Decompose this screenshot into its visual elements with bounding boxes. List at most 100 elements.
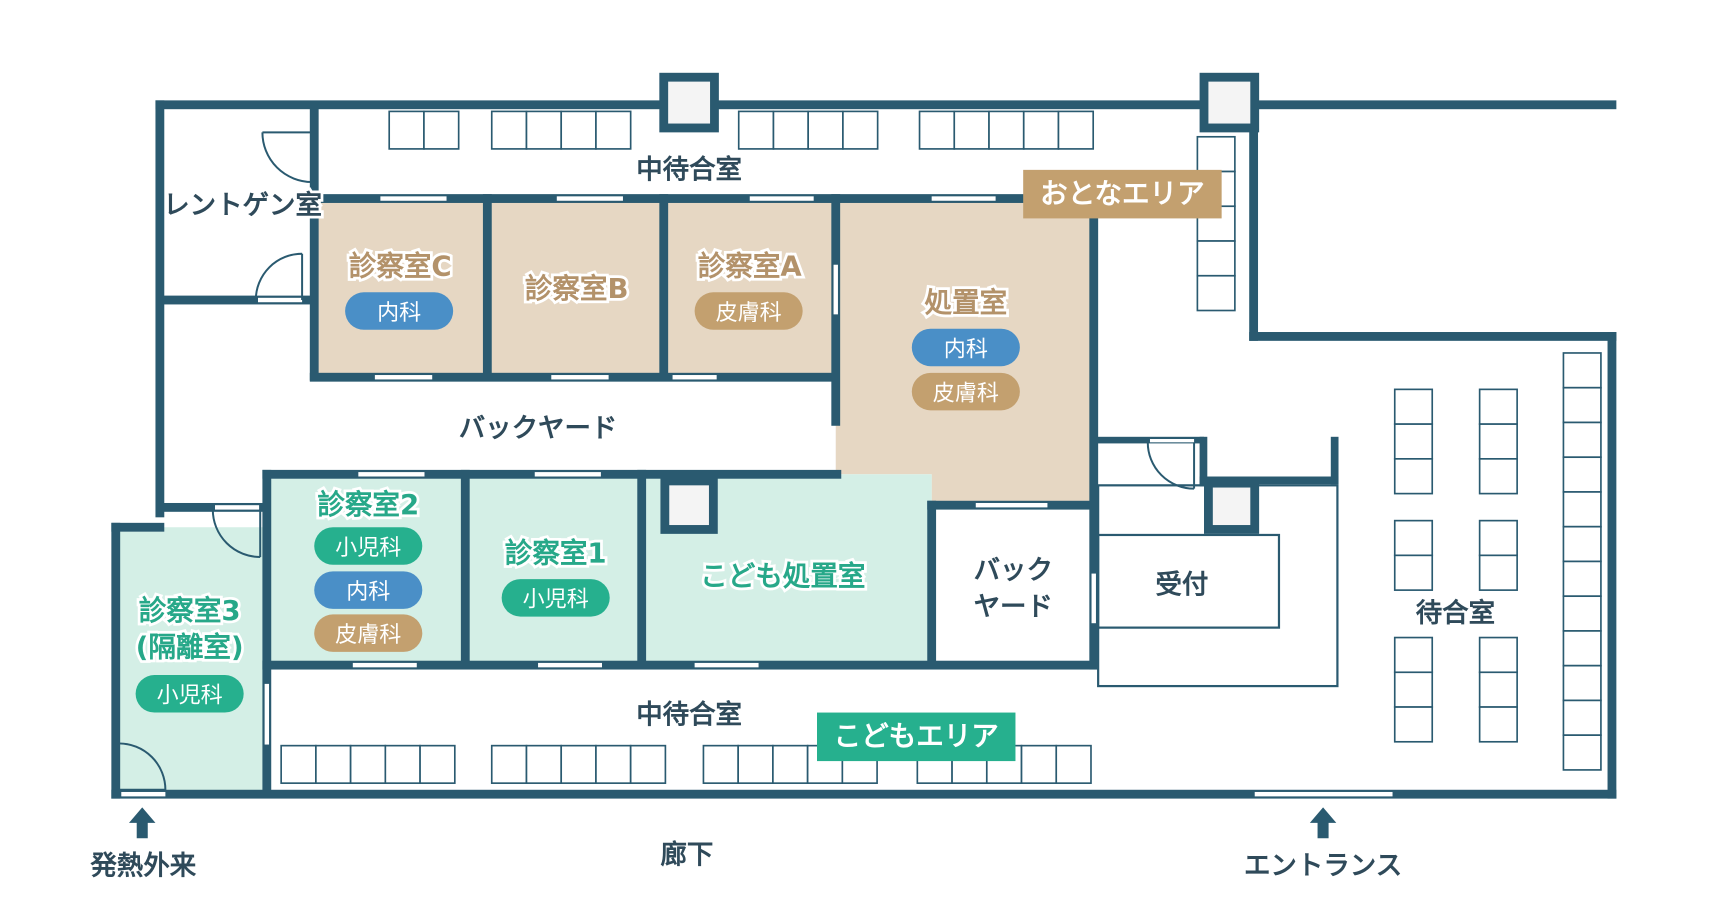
kids-area-label: こどもエリア — [834, 721, 999, 753]
chair-icon — [1393, 554, 1434, 591]
chair-icon — [1562, 560, 1602, 598]
chair-icon — [737, 110, 775, 150]
chair-icon — [1478, 458, 1518, 495]
pillar-icon — [660, 476, 718, 534]
treatment-label: 処置室 — [925, 287, 1008, 319]
xray-label: レントゲン室 — [163, 190, 322, 221]
chair-icon — [1562, 386, 1602, 424]
chair-icon — [1562, 525, 1602, 563]
main-entrance-label: エントランス — [1244, 851, 1402, 882]
chair-icon — [1196, 240, 1236, 277]
corridor-label: 廊下 — [660, 840, 713, 871]
door-icon — [254, 252, 304, 301]
chair-icon — [1562, 734, 1602, 771]
chair-icon — [918, 110, 956, 150]
chair-icon — [1478, 671, 1518, 708]
chair-icon — [1393, 671, 1434, 708]
inner-waiting-bottom-label: 中待合室 — [636, 700, 742, 731]
backyard-label: バックヤード — [459, 413, 618, 444]
svg-text:内科: 内科 — [944, 337, 988, 362]
reception-desk — [1097, 484, 1339, 688]
chair-icon — [953, 110, 990, 150]
svg-text:小児科: 小児科 — [523, 588, 589, 613]
door-icon — [211, 509, 262, 559]
main-entrance[interactable]: エントランス — [1241, 807, 1405, 884]
dept-badge-derm: 皮膚科 — [694, 292, 803, 330]
exam-2-label: 診察室2 — [317, 489, 419, 521]
chair-icon — [1393, 388, 1434, 425]
dept-badge-pediatrics: 小児科 — [135, 675, 244, 713]
kids-area-tag — [817, 712, 1016, 762]
chair-icon — [1478, 706, 1518, 743]
arrow-up-icon — [129, 807, 156, 839]
chair-icon — [490, 744, 528, 784]
chair-icon — [702, 744, 739, 784]
svg-text:内科: 内科 — [346, 580, 390, 605]
chair-icon — [1562, 699, 1602, 736]
chair-icon — [1055, 744, 1092, 784]
fever-entrance[interactable]: 発熱外来 — [87, 807, 200, 884]
backyard2-label-1: バック — [974, 555, 1053, 586]
chair-icon — [315, 744, 352, 784]
windows — [121, 196, 1393, 797]
chair-icon — [1393, 706, 1434, 743]
backyard2-label-2: ヤード — [974, 591, 1053, 622]
chair-icon — [1478, 423, 1518, 460]
dept-badge-pediatrics: 小児科 — [314, 527, 423, 565]
adult-area-tag — [1023, 169, 1222, 219]
chair-icon — [1562, 595, 1602, 632]
chair-icon — [1562, 491, 1602, 528]
pillars — [659, 72, 1260, 534]
chair-icon — [1393, 423, 1434, 460]
exam-3-label-1: 診察室3 — [139, 595, 241, 627]
exam-b-fill — [487, 198, 664, 378]
inner-waiting-top-label: 中待合室 — [636, 155, 742, 186]
pillar-icon — [1204, 478, 1260, 534]
dept-badge-pediatrics: 小児科 — [501, 579, 610, 617]
chair-icon — [1562, 421, 1602, 459]
chair-icon — [1478, 554, 1518, 591]
door-icon — [119, 742, 167, 791]
chair-icon — [280, 744, 317, 784]
chair-icon — [595, 744, 632, 784]
chair-icon — [384, 744, 421, 784]
doors — [119, 131, 1196, 791]
chair-icon — [1478, 636, 1518, 674]
arrow-up-icon — [1309, 807, 1337, 839]
chair-icon — [772, 110, 810, 150]
exam-c-label: 診察室C — [349, 251, 452, 283]
dept-badge-internal: 内科 — [345, 292, 454, 330]
kids-treatment-label: こども処置室 — [700, 561, 865, 593]
chair-icon — [1562, 456, 1602, 493]
chair-icon — [1196, 135, 1236, 173]
chair-icon — [388, 110, 425, 150]
chair-icon — [490, 110, 528, 150]
dept-badge-derm: 皮膚科 — [911, 372, 1020, 411]
dept-badge-internal: 内科 — [911, 328, 1020, 367]
chair-icon — [560, 110, 597, 150]
adult-area-label: おとなエリア — [1040, 178, 1204, 210]
exam-c-fill — [314, 198, 491, 378]
exam-1-label: 診察室1 — [505, 538, 607, 570]
waiting-label: 待合室 — [1416, 598, 1495, 629]
chair-icon — [1562, 664, 1602, 702]
pillar-icon — [659, 72, 719, 133]
chair-icon — [1196, 274, 1236, 312]
chair-icon — [560, 744, 597, 784]
chair-icon — [1020, 744, 1058, 784]
exam-b-label: 診察室B — [525, 273, 629, 305]
dept-badge-derm: 皮膚科 — [314, 614, 423, 652]
chair-icon — [349, 744, 387, 784]
svg-text:皮膚科: 皮膚科 — [716, 301, 782, 326]
door-icon — [261, 131, 313, 183]
chair-icon — [1022, 110, 1060, 150]
exam-a-label: 診察室A — [698, 251, 803, 283]
chair-icon — [1393, 519, 1434, 557]
svg-text:小児科: 小児科 — [157, 684, 223, 709]
chair-icon — [842, 110, 879, 150]
chair-icon — [525, 110, 563, 150]
chair-icon — [525, 744, 563, 784]
dept-badge-internal: 内科 — [314, 571, 423, 609]
chair-icon — [1478, 519, 1518, 557]
